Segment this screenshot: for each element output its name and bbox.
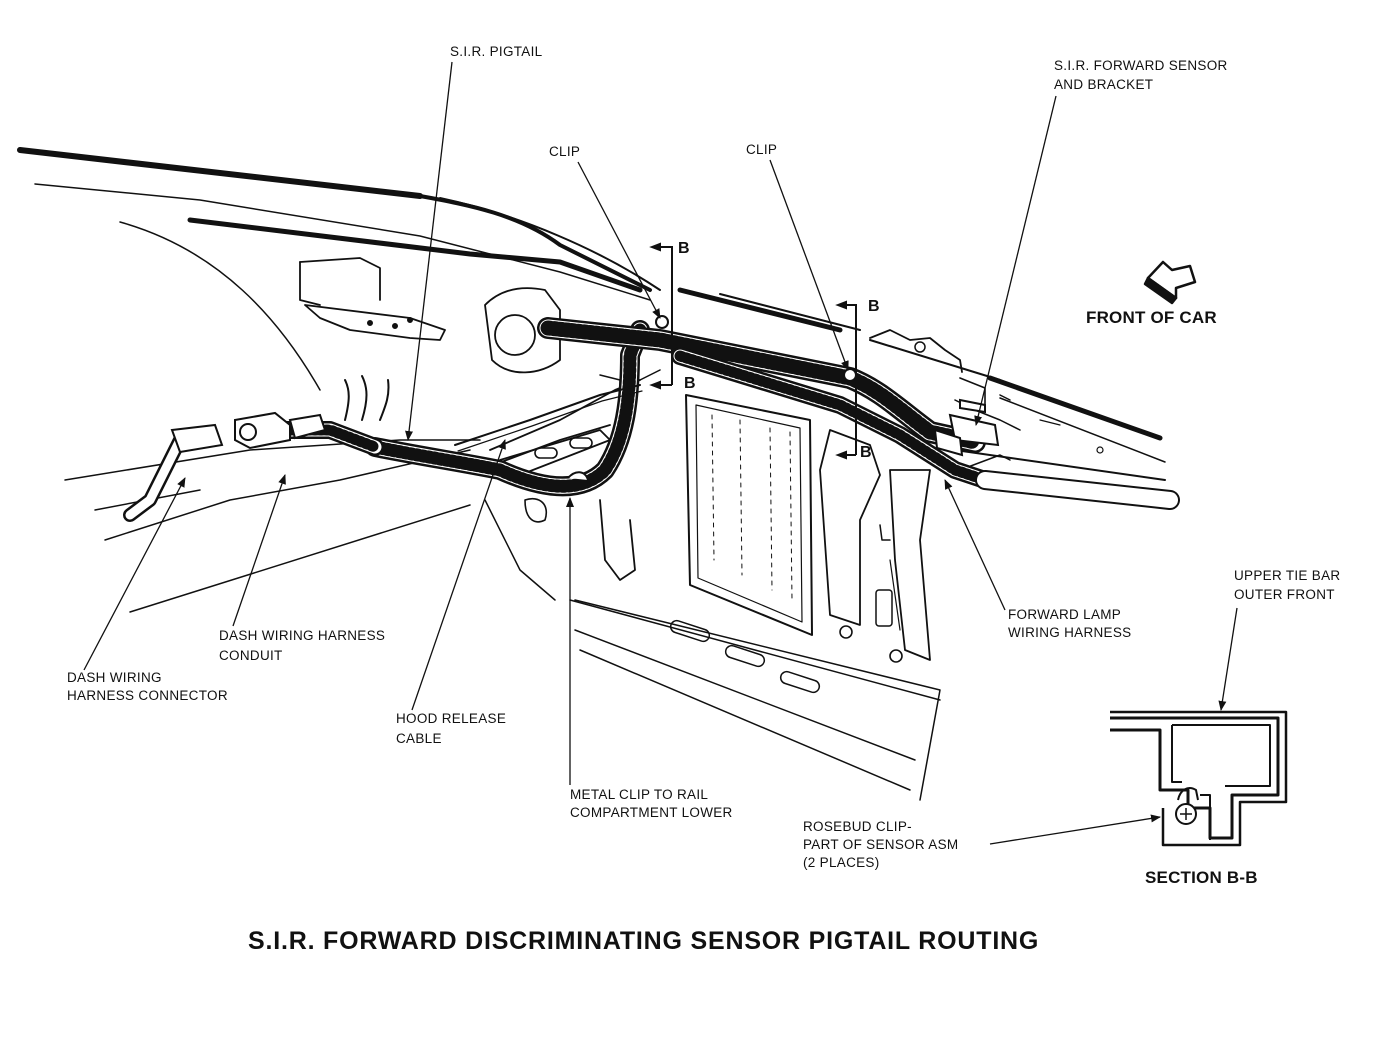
label-forward-sensor-line1: S.I.R. FORWARD SENSOR	[1054, 58, 1228, 73]
label-dash-connector-line1: DASH WIRING	[67, 670, 162, 685]
label-dash-conduit-line2: CONDUIT	[219, 648, 283, 663]
label-clip-right: CLIP	[746, 142, 778, 157]
label-forward-lamp-line1: FORWARD LAMP	[1008, 607, 1122, 622]
label-forward-lamp-line2: WIRING HARNESS	[1008, 625, 1132, 640]
car-body-structure	[17, 147, 1166, 801]
section-marker-b-4: B	[860, 444, 872, 461]
label-metal-clip-line2: COMPARTMENT LOWER	[570, 805, 733, 820]
section-marker-b-1: B	[678, 240, 690, 257]
section-bb-detail	[1110, 710, 1288, 847]
label-sir-pigtail: S.I.R. PIGTAIL	[450, 44, 543, 59]
label-forward-sensor-line2: AND BRACKET	[1054, 77, 1154, 92]
diagram-title: S.I.R. FORWARD DISCRIMINATING SENSOR PIG…	[248, 927, 1040, 955]
label-hood-release-line1: HOOD RELEASE	[396, 711, 507, 726]
section-cut-markers	[649, 242, 857, 460]
label-upper-tie-bar-line2: OUTER FRONT	[1234, 587, 1335, 602]
forward-lamp-wiring-harness	[537, 317, 1180, 510]
label-front-of-car: FRONT OF CAR	[1086, 308, 1217, 327]
label-clip-left: CLIP	[549, 144, 581, 159]
front-of-car-arrow-icon	[1143, 260, 1197, 305]
label-section-bb: SECTION B-B	[1145, 868, 1258, 887]
leader-lines	[83, 61, 1238, 845]
dash-harness-connector	[170, 411, 327, 454]
hood-release-cable	[454, 384, 643, 452]
section-marker-b-2: B	[684, 375, 696, 392]
sir-pigtail-conduit	[365, 320, 650, 497]
clips	[567, 315, 857, 481]
label-rosebud-line2: PART OF SENSOR ASM	[803, 837, 959, 852]
label-rosebud-line3: (2 PLACES)	[803, 855, 880, 870]
section-marker-b-3: B	[868, 298, 880, 315]
label-rosebud-line1: ROSEBUD CLIP-	[803, 819, 912, 834]
label-dash-connector-line2: HARNESS CONNECTOR	[67, 688, 228, 703]
label-upper-tie-bar-line1: UPPER TIE BAR	[1234, 568, 1341, 583]
label-dash-conduit-line1: DASH WIRING HARNESS	[219, 628, 386, 643]
label-metal-clip-line1: METAL CLIP TO RAIL	[570, 787, 709, 802]
label-hood-release-line2: CABLE	[396, 731, 442, 746]
